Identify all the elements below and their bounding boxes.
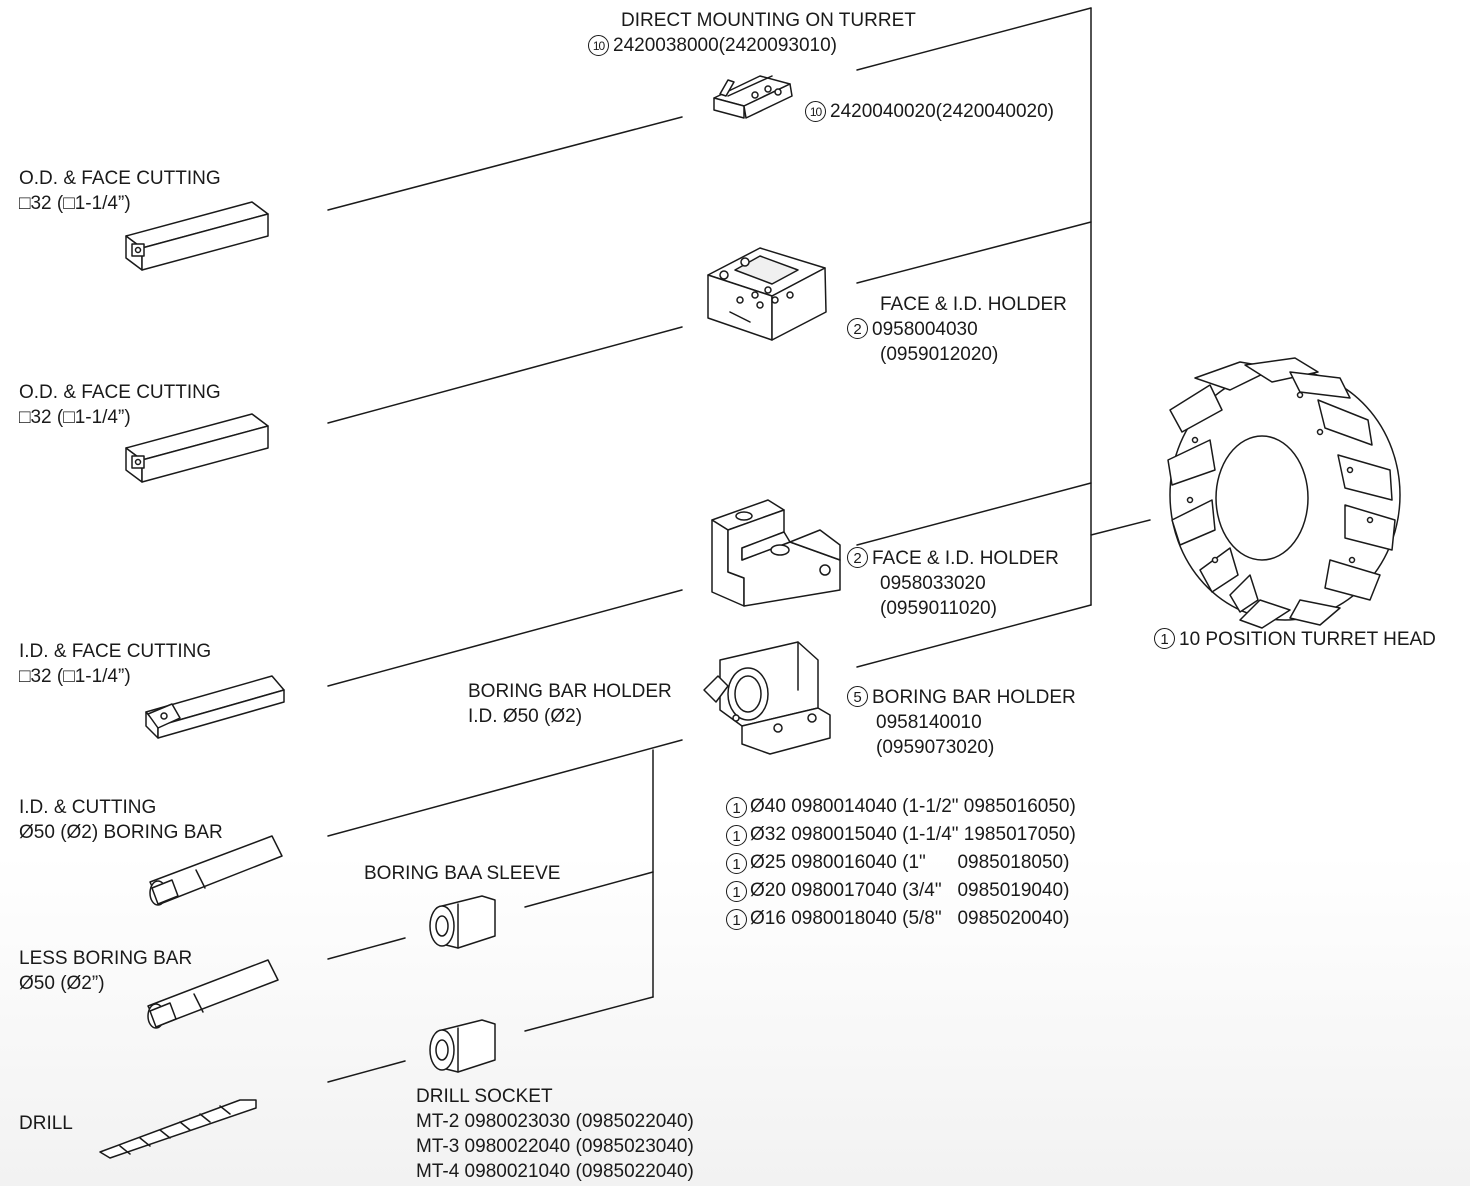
turret-num-badge: 1 — [1154, 628, 1175, 649]
od-tool-2-line1: O.D. & FACE CUTTING — [19, 382, 221, 403]
face-holder-2-num-badge: 2 — [847, 547, 868, 568]
boring-holder-right-part: 0958140010 — [876, 712, 982, 733]
face-holder-2-part: 0958033020 — [880, 573, 986, 594]
face-holder-1-num-badge: 2 — [847, 318, 868, 339]
od-tool-2-icon — [125, 413, 269, 483]
direct-mount-title: DIRECT MOUNTING ON TURRET — [621, 10, 916, 31]
id-tool-1-label: I.D. & FACE CUTTING □32 (□1-1/4”) — [19, 639, 211, 689]
drill-socket-label: DRILL SOCKET MT-2 0980023030 (0985022040… — [416, 1084, 694, 1184]
sleeve-num-badge: 1 — [726, 796, 747, 818]
direct-mount-part: 2420038000(2420093010) — [613, 35, 837, 56]
drill-icon — [99, 1099, 257, 1159]
id-tool-2-line1: I.D. & CUTTING — [19, 797, 157, 818]
boring-holder-right-alt: (0959073020) — [876, 737, 995, 758]
od-tool-2-label: O.D. & FACE CUTTING □32 (□1-1/4”) — [19, 380, 221, 430]
sleeve-text: Ø16 0980018040 (5/8" 0985020040) — [750, 908, 1070, 929]
sleeve-num-badge: 1 — [726, 824, 747, 846]
turret-head-icon — [1167, 357, 1401, 629]
boring-holder-num-badge: 5 — [847, 686, 868, 707]
boring-holder-left-label: BORING BAR HOLDER I.D. Ø50 (Ø2) — [468, 679, 672, 729]
sleeve-num-badge: 1 — [726, 908, 747, 930]
less-boring-bar-icon — [147, 959, 279, 1029]
wedge-part: 2420040020(2420040020) — [830, 101, 1054, 122]
face-holder-1-icon — [707, 247, 827, 341]
id-tool-2-line2: Ø50 (Ø2) BORING BAR — [19, 822, 223, 843]
id-tool-1-line1: I.D. & FACE CUTTING — [19, 641, 212, 662]
face-holder-2-alt: (0959011020) — [880, 598, 997, 619]
face-holder-2-icon — [711, 499, 841, 607]
od-tool-1-line1: O.D. & FACE CUTTING — [19, 168, 221, 189]
od-tool-1-line2: □32 (□1-1/4”) — [19, 193, 131, 214]
drill-socket-icon — [429, 1019, 496, 1073]
boring-bar-icon — [149, 835, 283, 906]
id-tool-1-line2: □32 (□1-1/4”) — [19, 666, 131, 687]
boring-holder-left-line1: BORING BAR HOLDER — [468, 681, 672, 702]
sleeve-text: Ø32 0980015040 (1-1/4" 1985017050) — [750, 824, 1076, 845]
less-boring-bar-line1: LESS BORING BAR — [19, 948, 193, 969]
face-holder-1-alt: (0959012020) — [880, 344, 999, 365]
sleeve-text: Ø40 0980014040 (1-1/2" 0985016050) — [750, 796, 1076, 817]
sleeve-text: Ø25 0980016040 (1" 0985018050) — [750, 852, 1070, 873]
less-boring-bar-line2: Ø50 (Ø2”) — [19, 973, 105, 994]
drill-socket-row: MT-4 0980021040 (0985022040) — [416, 1161, 694, 1182]
turret-title: 10 POSITION TURRET HEAD — [1179, 629, 1436, 650]
sleeve-text: Ø20 0980017040 (3/4" 0985019040) — [750, 880, 1070, 901]
drill-socket-row: MT-2 0980023030 (0985022040) — [416, 1111, 694, 1132]
id-tool-1-icon — [145, 675, 285, 739]
drill-socket-row: MT-3 0980022040 (0985023040) — [416, 1136, 694, 1157]
od-tool-1-label: O.D. & FACE CUTTING □32 (□1-1/4”) — [19, 166, 221, 216]
leader-lines — [327, 7, 1151, 1083]
id-tool-2-label: I.D. & CUTTING Ø50 (Ø2) BORING BAR — [19, 795, 223, 845]
drill-socket-title: DRILL SOCKET — [416, 1086, 553, 1107]
od-tool-1-icon — [125, 201, 269, 271]
sleeve-num-badge: 1 — [726, 852, 747, 874]
boring-holder-right-title: BORING BAR HOLDER — [872, 687, 1076, 708]
face-holder-2-title: FACE & I.D. HOLDER — [872, 548, 1059, 569]
od-tool-2-line2: □32 (□1-1/4”) — [19, 407, 131, 428]
wedge-num-badge: 10 — [805, 101, 826, 122]
face-holder-1-part: 0958004030 — [872, 319, 978, 340]
sleeve-icon — [429, 895, 496, 949]
face-holder-1-title: FACE & I.D. HOLDER — [880, 294, 1067, 315]
drill-label: DRILL — [19, 1111, 73, 1136]
drill-line1: DRILL — [19, 1113, 73, 1134]
wedge-block-icon — [713, 75, 793, 119]
direct-mount-num-badge: 10 — [588, 35, 609, 56]
boring-holder-left-line2: I.D. Ø50 (Ø2) — [468, 706, 583, 727]
sleeve-num-badge: 1 — [726, 880, 747, 902]
boring-holder-icon — [703, 641, 831, 755]
sleeve-label: BORING BAA SLEEVE — [364, 863, 561, 884]
less-boring-bar-label: LESS BORING BAR Ø50 (Ø2”) — [19, 946, 192, 996]
